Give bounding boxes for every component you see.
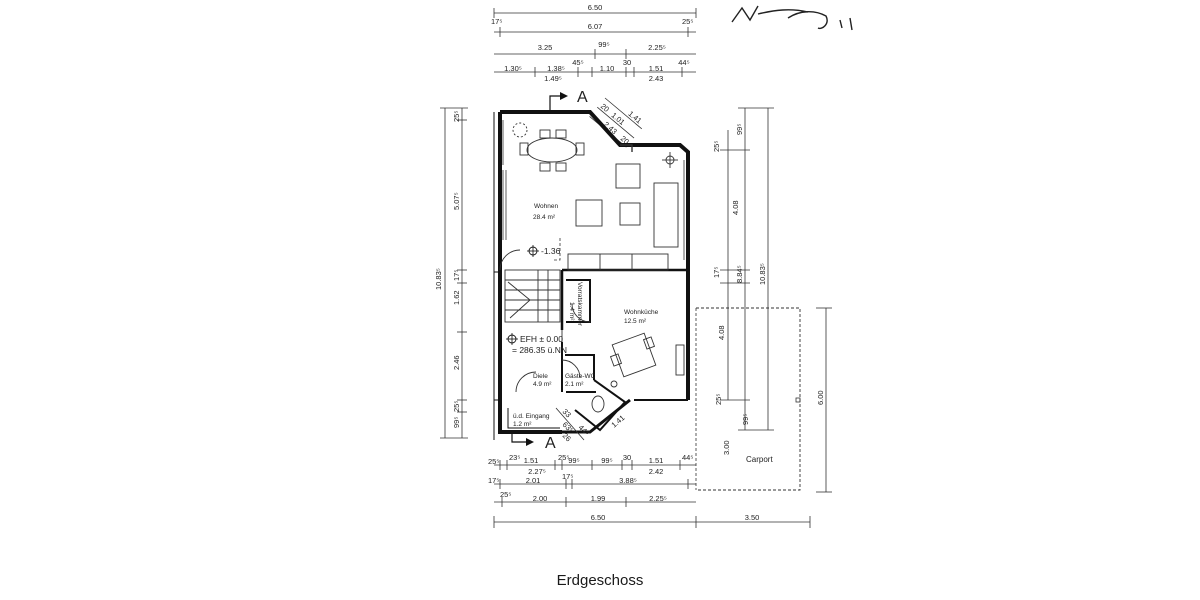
svg-text:10.83⁵: 10.83⁵ [434,268,443,290]
carport [695,307,801,491]
svg-text:25⁵: 25⁵ [558,453,569,462]
svg-text:ü.d. Eingang: ü.d. Eingang [513,413,550,420]
section-marker-top: A [549,89,588,110]
svg-text:25⁵: 25⁵ [682,17,693,26]
signature [731,5,853,31]
svg-text:Wohnen: Wohnen [534,203,558,210]
left-dimension-chains: 25⁵ 5.07⁵ 10.83⁵ 17⁵ 1.62 2.46 25⁵ 99⁵ [434,107,468,439]
svg-text:1.30⁵: 1.30⁵ [504,64,522,73]
right-dimension-chains: 99⁵ 25⁵ 4.08 17⁵ 8.84⁵ 10.83⁵ 4.08 25⁵ 9… [712,107,832,493]
wc-fixtures [515,359,618,413]
svg-text:Vorratskammer: Vorratskammer [576,282,583,327]
svg-text:6.50: 6.50 [591,513,606,522]
svg-text:A: A [545,435,556,452]
svg-text:1.99: 1.99 [591,494,606,503]
windows [502,120,685,260]
svg-text:25⁵: 25⁵ [712,141,721,152]
svg-text:2.1 m²: 2.1 m² [565,381,584,388]
svg-text:3.88⁵: 3.88⁵ [619,476,637,485]
svg-text:44⁵: 44⁵ [678,58,689,67]
svg-text:2.00: 2.00 [533,494,548,503]
room-labels: Wohnen 28.4 m² Wohnküche 12.5 m² Vorrats… [513,203,773,464]
svg-text:25⁵: 25⁵ [500,490,511,499]
svg-text:2.27⁵: 2.27⁵ [528,467,546,476]
svg-text:1.51: 1.51 [649,64,664,73]
svg-text:25⁵: 25⁵ [714,394,723,405]
svg-text:1.4 m²: 1.4 m² [568,302,575,321]
svg-text:17⁵: 17⁵ [491,17,502,26]
living-room-furniture [512,122,679,271]
svg-text:99⁵: 99⁵ [598,40,609,49]
svg-text:A: A [577,89,588,106]
svg-text:2.43: 2.43 [649,74,664,83]
svg-text:4.08: 4.08 [731,200,740,215]
svg-text:44⁵: 44⁵ [682,453,693,462]
svg-text:99⁵: 99⁵ [452,417,461,428]
svg-text:99⁵: 99⁵ [741,414,750,425]
svg-text:2.25⁵: 2.25⁵ [648,43,666,52]
svg-text:8.84⁵: 8.84⁵ [735,265,744,283]
svg-text:1.51: 1.51 [649,456,664,465]
svg-text:17⁵: 17⁵ [562,472,573,481]
svg-text:3.50: 3.50 [745,513,760,522]
svg-text:17⁵: 17⁵ [488,476,499,485]
kitchen-furniture [561,303,685,378]
svg-text:2.01: 2.01 [526,476,541,485]
svg-text:-1.36: -1.36 [541,246,561,256]
svg-text:23⁵: 23⁵ [509,453,520,462]
svg-text:17⁵: 17⁵ [452,270,461,281]
svg-text:EFH ± 0.00: EFH ± 0.00 [520,334,563,344]
svg-text:1.41: 1.41 [626,109,643,125]
svg-text:99⁵: 99⁵ [601,456,612,465]
svg-text:6.07: 6.07 [588,22,603,31]
svg-text:30: 30 [623,453,631,462]
svg-text:30: 30 [623,58,631,67]
svg-text:3.25: 3.25 [538,43,553,52]
svg-text:2.25⁵: 2.25⁵ [649,494,667,503]
svg-text:6.50: 6.50 [588,3,603,12]
svg-text:Wohnküche: Wohnküche [624,309,659,316]
svg-text:2.42: 2.42 [649,467,664,476]
svg-text:12.5 m²: 12.5 m² [624,318,647,325]
svg-text:28.4 m²: 28.4 m² [533,214,556,221]
svg-text:1.62: 1.62 [452,290,461,305]
svg-text:33: 33 [561,407,573,419]
svg-text:25⁵: 25⁵ [452,401,461,412]
staircase [499,249,561,323]
svg-text:17⁵: 17⁵ [712,267,721,278]
svg-text:1.51: 1.51 [524,456,539,465]
svg-text:Carport: Carport [746,455,773,464]
svg-text:1.2 m²: 1.2 m² [513,421,532,428]
svg-text:2.46: 2.46 [452,355,461,370]
svg-text:1.10: 1.10 [600,64,615,73]
svg-text:25⁵: 25⁵ [488,457,499,466]
svg-text:10.83⁵: 10.83⁵ [758,263,767,285]
svg-text:99⁵: 99⁵ [735,124,744,135]
svg-text:= 286.35 ü.NN: = 286.35 ü.NN [512,345,567,355]
svg-text:4.9 m²: 4.9 m² [533,381,552,388]
section-marker-bottom: A [511,434,556,452]
svg-text:20: 20 [599,102,611,114]
svg-text:99⁵: 99⁵ [568,456,579,465]
level-annotations: -1.36 EFH ± 0.00 = 286.35 ü.NN [506,238,567,355]
svg-text:1.38⁵: 1.38⁵ [547,64,565,73]
svg-text:45⁵: 45⁵ [572,58,583,67]
svg-text:1.49⁵: 1.49⁵ [544,74,562,83]
svg-text:6.00: 6.00 [816,390,825,405]
exterior-walls [493,110,690,440]
svg-text:Diele: Diele [533,373,548,380]
drawing-title: Erdgeschoss [556,572,644,589]
svg-text:3.00: 3.00 [722,440,731,455]
svg-text:5.07⁵: 5.07⁵ [452,192,461,210]
bottom-dimension-chains: 25⁵ 23⁵ 1.51 25⁵ 99⁵ 99⁵ 30 1.51 44⁵ 2.2… [488,453,811,528]
top-dimension-chains: 6.50 17⁵ 6.07 25⁵ 3.25 99⁵ 2.25⁵ 1.30⁵ 1… [491,3,697,83]
svg-text:Gäste-WC: Gäste-WC [565,373,596,380]
svg-text:4.08: 4.08 [717,325,726,340]
svg-text:25⁵: 25⁵ [452,111,461,122]
svg-text:44⁵: 44⁵ [577,423,591,437]
